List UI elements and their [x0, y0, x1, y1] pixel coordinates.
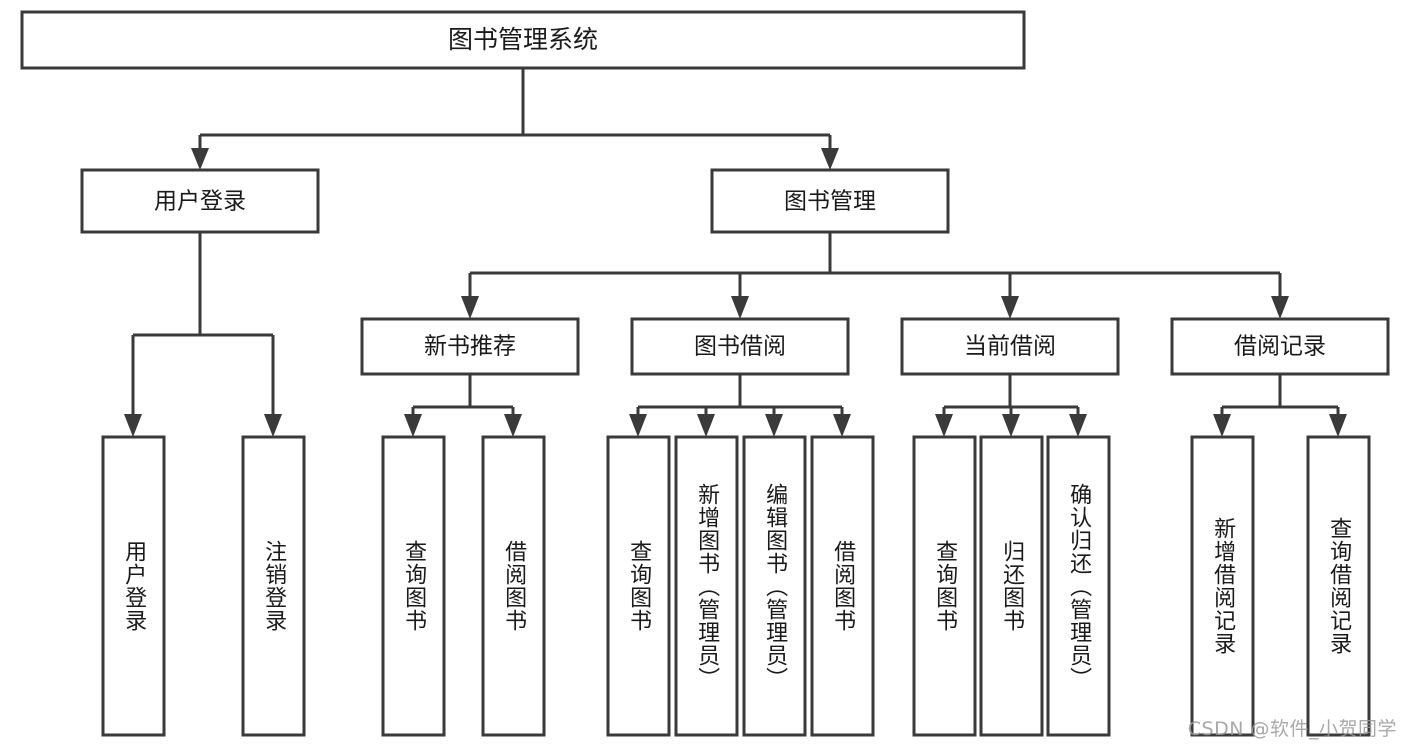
node-borrow-record-label: 借阅记录 [1234, 334, 1326, 360]
arrow-to-book-borrow [731, 296, 749, 319]
node-book-borrow-label: 图书借阅 [694, 334, 786, 360]
leaf-user-login-textwrap: 用户登录 [121, 540, 147, 632]
connectors-layer [124, 68, 1347, 437]
leaf-node-nb-borrow-book[interactable]: 借阅图书 [481, 435, 546, 737]
node-current-borrow-label: 当前借阅 [964, 334, 1056, 360]
leaf-bb-query-textwrap: 查询图书 [626, 540, 652, 632]
arrow-to-current-borrow [1001, 296, 1019, 319]
leaf-user-login-label: 用户登录 [121, 540, 147, 632]
leaf-logout-label: 注销登录 [261, 540, 287, 632]
leaf-cb-return-box[interactable] [979, 435, 1044, 737]
leaf-node-bb-add-book-admin[interactable]: 新增图书（管理员） [674, 435, 739, 737]
node-new-book-box[interactable] [360, 317, 580, 376]
arrow-leaf-bb-query [629, 414, 647, 437]
leaf-node-bb-borrow-book[interactable]: 借阅图书 [810, 435, 875, 737]
node-book-borrow[interactable]: 图书借阅 [630, 317, 850, 376]
node-borrow-record-box[interactable] [1170, 317, 1390, 376]
leaf-node-logout[interactable]: 注销登录 [241, 435, 306, 737]
arrow-to-borrow-record [1271, 296, 1289, 319]
arrow-leaf-user-login [124, 414, 142, 437]
leaf-node-cb-query-book[interactable]: 查询图书 [912, 435, 977, 737]
node-book-manage-label: 图书管理 [784, 189, 876, 215]
leaf-bb-edit-textwrap: 编辑图书（管理员） [762, 482, 788, 690]
node-user-login[interactable]: 用户登录 [80, 168, 320, 234]
leaf-user-login-box[interactable] [101, 435, 166, 737]
leaf-nb-query-box[interactable] [381, 435, 446, 737]
node-borrow-record[interactable]: 借阅记录 [1170, 317, 1390, 376]
arrow-to-user-login [191, 148, 209, 170]
arrow-leaf-br-query [1329, 414, 1347, 437]
leaf-br-add-textwrap: 新增借阅记录 [1210, 517, 1236, 655]
leaf-bb-add-label: 新增图书（管理员） [694, 482, 720, 690]
node-root-label: 图书管理系统 [448, 25, 598, 54]
leaf-nb-borrow-box[interactable] [481, 435, 546, 737]
leaf-br-query-label: 查询借阅记录 [1326, 517, 1352, 655]
node-book-manage[interactable]: 图书管理 [710, 168, 950, 234]
leaf-cb-confirm-box[interactable] [1046, 435, 1111, 737]
arrow-leaf-cb-query [935, 414, 953, 437]
leaf-nb-query-textwrap: 查询图书 [401, 540, 427, 632]
leaf-bb-edit-box[interactable] [742, 435, 807, 737]
leaf-br-query-textwrap: 查询借阅记录 [1326, 517, 1352, 655]
leaf-logout-textwrap: 注销登录 [261, 540, 287, 632]
node-book-borrow-box[interactable] [630, 317, 850, 376]
leaf-cb-query-textwrap: 查询图书 [932, 540, 958, 632]
leaf-nb-borrow-textwrap: 借阅图书 [501, 540, 527, 632]
arrow-leaf-cb-confirm [1069, 414, 1087, 437]
leaf-nb-query-label: 查询图书 [401, 540, 427, 632]
node-root-box[interactable] [20, 10, 1026, 70]
leaf-logout-box[interactable] [241, 435, 306, 737]
arrow-leaf-logout [264, 414, 282, 437]
node-user-login-label: 用户登录 [154, 189, 246, 215]
arrow-leaf-bb-borrow [833, 414, 851, 437]
leaf-bb-add-textwrap: 新增图书（管理员） [694, 482, 720, 690]
leaf-node-br-add-record[interactable]: 新增借阅记录 [1190, 435, 1255, 737]
leaf-node-nb-query-book[interactable]: 查询图书 [381, 435, 446, 737]
leaf-bb-query-label: 查询图书 [626, 540, 652, 632]
node-root-system[interactable]: 图书管理系统 [20, 10, 1026, 70]
leaf-bb-edit-label: 编辑图书（管理员） [762, 482, 788, 690]
arrow-leaf-bb-add [697, 414, 715, 437]
leaf-cb-return-textwrap: 归还图书 [999, 540, 1025, 632]
arrow-leaf-bb-edit [765, 414, 783, 437]
leaf-bb-borrow-box[interactable] [810, 435, 875, 737]
leaf-node-user-login[interactable]: 用户登录 [101, 435, 166, 737]
node-current-borrow[interactable]: 当前借阅 [900, 317, 1120, 376]
leaf-bb-query-box[interactable] [606, 435, 671, 737]
leaf-br-add-label: 新增借阅记录 [1210, 517, 1236, 655]
node-book-manage-box[interactable] [710, 168, 950, 234]
node-new-book-label: 新书推荐 [424, 334, 516, 360]
node-user-login-box[interactable] [80, 168, 320, 234]
leaf-bb-add-box[interactable] [674, 435, 739, 737]
arrow-leaf-nb-query [404, 414, 422, 437]
leaf-node-bb-edit-book-admin[interactable]: 编辑图书（管理员） [742, 435, 807, 737]
leaf-cb-return-label: 归还图书 [999, 540, 1025, 632]
leaf-bb-borrow-textwrap: 借阅图书 [830, 540, 856, 632]
arrow-to-new-book [461, 296, 479, 319]
leaf-cb-query-label: 查询图书 [932, 540, 958, 632]
leaf-node-cb-return-book[interactable]: 归还图书 [979, 435, 1044, 737]
arrow-leaf-cb-return [1002, 414, 1020, 437]
leaf-cb-confirm-textwrap: 确认归还（管理员） [1066, 482, 1092, 690]
node-current-borrow-box[interactable] [900, 317, 1120, 376]
leaf-nb-borrow-label: 借阅图书 [501, 540, 527, 632]
node-new-book-recommend[interactable]: 新书推荐 [360, 317, 580, 376]
leaf-node-br-query-record[interactable]: 查询借阅记录 [1306, 435, 1371, 737]
leaf-node-cb-confirm-return-admin[interactable]: 确认归还（管理员） [1046, 435, 1111, 737]
leaf-cb-query-box[interactable] [912, 435, 977, 737]
leaf-br-query-box[interactable] [1306, 435, 1371, 737]
leaf-bb-borrow-label: 借阅图书 [830, 540, 856, 632]
arrow-leaf-nb-borrow [504, 414, 522, 437]
arrow-leaf-br-add [1213, 414, 1231, 437]
leaf-cb-confirm-label: 确认归还（管理员） [1066, 482, 1092, 690]
arrow-to-book-manage [821, 148, 839, 170]
leaf-br-add-box[interactable] [1190, 435, 1255, 737]
leaf-node-bb-query-book[interactable]: 查询图书 [606, 435, 671, 737]
